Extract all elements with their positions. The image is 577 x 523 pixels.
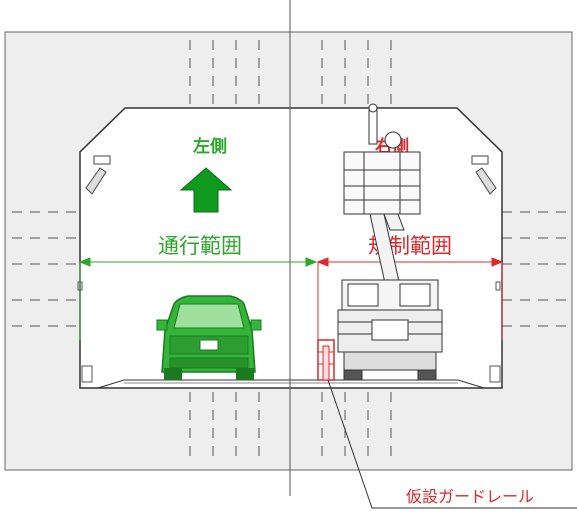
guardrail-icon — [317, 339, 335, 381]
arrow-up-icon — [179, 167, 233, 213]
left-side-label: 左側 — [193, 136, 227, 157]
bucket-truck-icon — [337, 103, 443, 381]
guardrail-leader-line — [327, 379, 577, 509]
wall-light-left — [85, 155, 111, 195]
car-front-icon — [156, 295, 262, 380]
dashed-ground-lines — [12, 40, 568, 462]
restriction-range-dimension — [316, 257, 504, 378]
wall-light-right — [471, 155, 497, 195]
passage-range-dimension — [78, 257, 318, 340]
passage-range-label: 通行範囲 — [158, 234, 242, 258]
guardrail-note-label: 仮設ガードレール — [406, 487, 534, 506]
road-surface — [97, 379, 485, 389]
